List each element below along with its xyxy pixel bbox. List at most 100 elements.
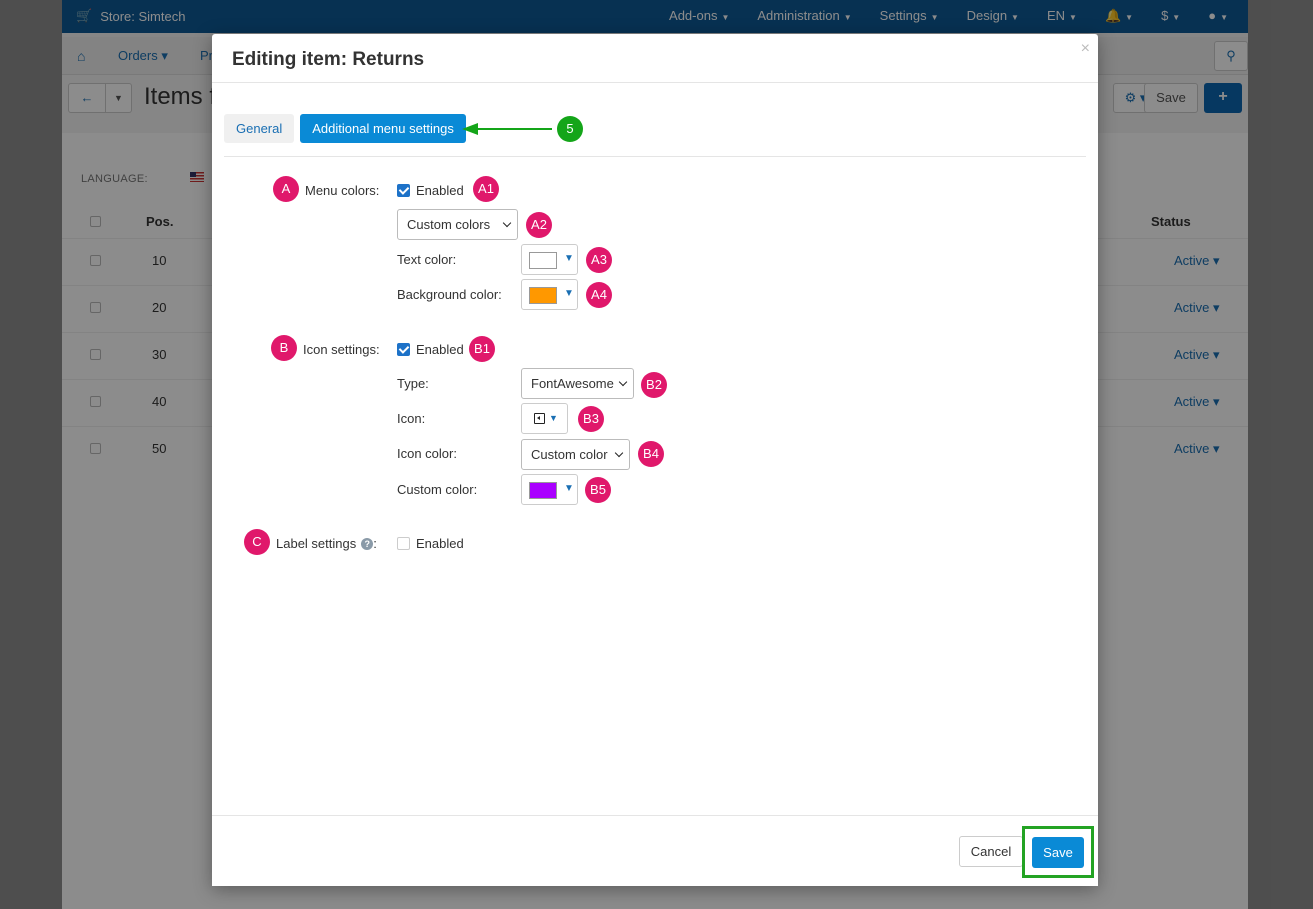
row-status-dropdown[interactable]: Active ▾ (1174, 441, 1220, 456)
row-pos: 10 (152, 253, 167, 268)
background-color-swatch (529, 287, 557, 304)
tab-additional-menu-settings[interactable]: Additional menu settings (300, 114, 466, 143)
annotation-arrow-icon (462, 123, 552, 135)
edit-item-modal: Editing item: Returns × General Addition… (212, 34, 1098, 886)
chevron-down-icon (502, 218, 512, 228)
row-checkbox[interactable] (90, 349, 101, 360)
add-item-plus-icon[interactable]: + (1204, 83, 1242, 113)
label-settings-enabled-checkbox[interactable] (397, 537, 410, 550)
chevron-down-icon: ▼ (564, 253, 574, 264)
us-flag-icon[interactable] (190, 172, 204, 182)
icon-type-select[interactable]: FontAwesome (521, 368, 634, 399)
background-color-picker[interactable]: ▼ (521, 279, 578, 310)
tabs-divider (224, 156, 1086, 157)
chevron-down-icon: ▼ (564, 483, 574, 494)
annotation-badge-5: 5 (557, 116, 583, 142)
row-pos: 50 (152, 441, 167, 456)
save-highlight-frame (1022, 826, 1094, 878)
row-status-dropdown[interactable]: Active ▾ (1174, 394, 1220, 409)
background-color-label: Background color: (397, 287, 502, 302)
icon-label: Icon: (397, 411, 426, 426)
icon-settings-label: Icon settings: (303, 342, 380, 357)
icon-color-label: Icon color: (397, 446, 457, 461)
search-icon[interactable]: ⚲ (1214, 41, 1248, 71)
text-color-label: Text color: (397, 252, 457, 267)
top-menu: Add-ons▼ Administration▼ Settings▼ Desig… (669, 8, 1228, 24)
modal-header: Editing item: Returns × (212, 34, 1098, 83)
caret-square-left-icon (534, 413, 545, 424)
help-question-icon[interactable]: ? (361, 538, 374, 550)
select-all-checkbox[interactable] (90, 216, 101, 227)
row-pos: 20 (152, 300, 167, 315)
row-pos: 30 (152, 347, 167, 362)
modal-title: Editing item: Returns (232, 49, 425, 70)
page-save-button[interactable]: Save (1144, 83, 1198, 113)
annotation-badge-b: B (271, 335, 297, 361)
menu-language[interactable]: EN▼ (1046, 8, 1077, 23)
icon-type-label: Type: (397, 376, 429, 391)
store-name: Store: Simtech (100, 8, 186, 24)
menu-colors-mode-select[interactable]: Custom colors (397, 209, 518, 240)
annotation-badge-a1: A1 (473, 176, 499, 202)
column-header-pos: Pos. (146, 214, 174, 229)
home-icon[interactable]: ⌂ (77, 48, 86, 64)
save-button[interactable]: Save (1032, 837, 1084, 868)
icon-color-select[interactable]: Custom color (521, 439, 630, 470)
custom-color-picker[interactable]: ▼ (521, 474, 578, 505)
row-pos: 40 (152, 394, 167, 409)
custom-color-label: Custom color: (397, 482, 478, 497)
menu-currency[interactable]: $▼ (1161, 8, 1181, 23)
annotation-badge-c: C (244, 529, 270, 555)
chevron-down-icon (614, 448, 624, 458)
annotation-badge-a: A (273, 176, 299, 202)
page-toolbar: ← ▼ Items f ⚙ ▾ Save + (62, 80, 1248, 118)
menu-addons[interactable]: Add-ons▼ (669, 8, 730, 23)
row-status-dropdown[interactable]: Active ▾ (1174, 253, 1220, 268)
chevron-down-icon (618, 377, 628, 387)
annotation-badge-b2: B2 (641, 372, 667, 398)
modal-footer: Cancel Save (212, 815, 1098, 886)
back-dropdown-chevron-icon[interactable]: ▼ (106, 83, 132, 113)
icon-settings-enabled-checkbox[interactable] (397, 343, 410, 356)
row-checkbox[interactable] (90, 396, 101, 407)
annotation-badge-a3: A3 (586, 247, 612, 273)
nav-orders[interactable]: Orders ▾ (118, 48, 168, 63)
label-settings-label: Label settings?: (276, 536, 377, 551)
cancel-button[interactable]: Cancel (959, 836, 1023, 867)
menu-settings[interactable]: Settings▼ (879, 8, 939, 23)
close-icon[interactable]: × (1080, 40, 1090, 57)
menu-colors-enabled-label: Enabled (416, 183, 464, 198)
store-switcher[interactable]: 🛒 Store: Simtech (76, 8, 185, 24)
row-checkbox[interactable] (90, 302, 101, 313)
custom-color-swatch (529, 482, 557, 499)
top-navigation-bar: 🛒 Store: Simtech Add-ons▼ Administration… (62, 0, 1248, 33)
annotation-badge-b3: B3 (578, 406, 604, 432)
row-status-dropdown[interactable]: Active ▾ (1174, 300, 1220, 315)
icon-settings-enabled-label: Enabled (416, 342, 464, 357)
cart-icon: 🛒 (76, 8, 93, 23)
annotation-badge-b5: B5 (585, 477, 611, 503)
menu-administration[interactable]: Administration▼ (757, 8, 852, 23)
chevron-down-icon: ▼ (564, 288, 574, 299)
language-label: LANGUAGE: (81, 173, 148, 185)
row-status-dropdown[interactable]: Active ▾ (1174, 347, 1220, 362)
text-color-picker[interactable]: ▼ (521, 244, 578, 275)
notifications-bell-icon[interactable]: 🔔▼ (1104, 8, 1134, 23)
menu-colors-label: Menu colors: (305, 183, 380, 198)
row-checkbox[interactable] (90, 443, 101, 454)
row-checkbox[interactable] (90, 255, 101, 266)
annotation-badge-b1: B1 (469, 336, 495, 362)
nav-products[interactable]: Pr (200, 48, 213, 63)
annotation-badge-a2: A2 (526, 212, 552, 238)
label-settings-enabled-label: Enabled (416, 536, 464, 551)
text-color-swatch (529, 252, 557, 269)
tab-general[interactable]: General (224, 114, 295, 143)
menu-colors-enabled-checkbox[interactable] (397, 184, 410, 197)
annotation-badge-b4: B4 (638, 441, 664, 467)
user-icon[interactable]: ●▼ (1208, 8, 1228, 23)
icon-picker[interactable]: ▼ (521, 403, 568, 434)
menu-design[interactable]: Design▼ (966, 8, 1019, 23)
column-header-status: Status (1151, 214, 1191, 229)
back-arrow-icon[interactable]: ← (68, 83, 106, 113)
table-header: Pos. Status (62, 208, 1248, 238)
